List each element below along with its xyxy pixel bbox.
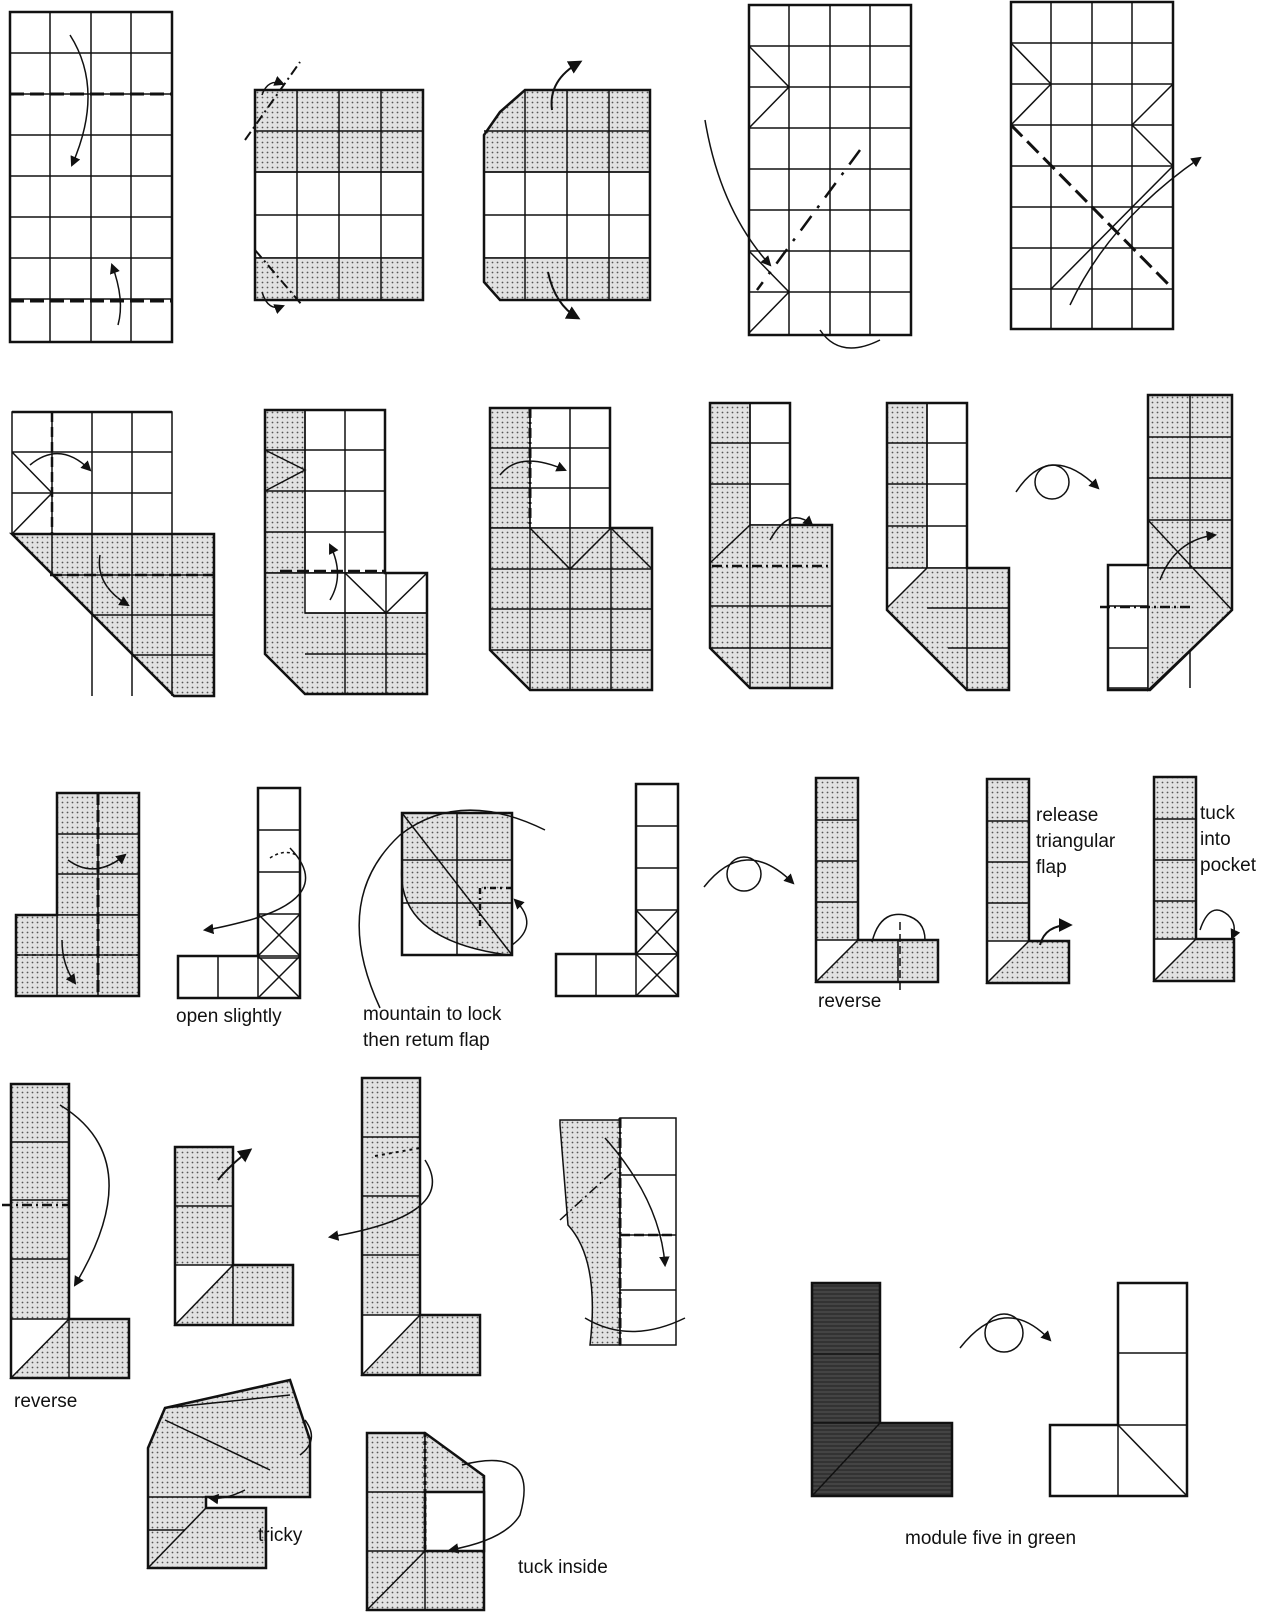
step-3-corners <box>484 62 650 318</box>
step-11 <box>1100 395 1232 690</box>
final-module-green <box>812 1283 952 1496</box>
step-2-folded-edges <box>245 62 423 307</box>
label-into: into <box>1200 828 1231 852</box>
step-12 <box>16 793 139 996</box>
step-16 <box>816 778 938 990</box>
label-then-return-flap: then retum flap <box>363 1029 490 1053</box>
label-module-five: module five in green <box>905 1527 1076 1551</box>
label-release: release <box>1036 804 1098 828</box>
label-mountain-to-lock: mountain to lock <box>363 1003 501 1027</box>
step-24 <box>367 1433 524 1610</box>
label-reverse-2: reverse <box>14 1390 77 1414</box>
label-open-slightly: open slightly <box>176 1005 282 1029</box>
step-7 <box>265 410 427 694</box>
label-tuck: tuck <box>1200 802 1235 826</box>
step-14 <box>359 810 545 1008</box>
step-4-creased-rectangle <box>705 5 911 348</box>
step-19 <box>2 1084 129 1378</box>
step-1-base-grid <box>10 12 172 342</box>
label-pocket: pocket <box>1200 854 1256 878</box>
step-10 <box>887 403 1009 690</box>
step-13 <box>178 788 306 998</box>
step-5-diagonal-crease <box>1011 2 1200 329</box>
turn-over-icon <box>1016 465 1098 499</box>
step-20 <box>175 1147 293 1325</box>
label-triangular: triangular <box>1036 830 1115 854</box>
label-tricky: tricky <box>258 1524 302 1548</box>
step-6 <box>12 412 214 696</box>
label-tuck-inside: tuck inside <box>518 1556 608 1580</box>
final-module-back <box>1050 1283 1187 1496</box>
step-21 <box>330 1078 480 1375</box>
step-22 <box>560 1118 685 1345</box>
step-8 <box>490 408 652 690</box>
step-15 <box>556 784 678 996</box>
turn-over-icon-3 <box>960 1314 1050 1352</box>
label-flap: flap <box>1036 856 1067 880</box>
label-reverse-1: reverse <box>818 990 881 1014</box>
step-9 <box>710 403 832 688</box>
turn-over-icon-2 <box>704 857 793 891</box>
